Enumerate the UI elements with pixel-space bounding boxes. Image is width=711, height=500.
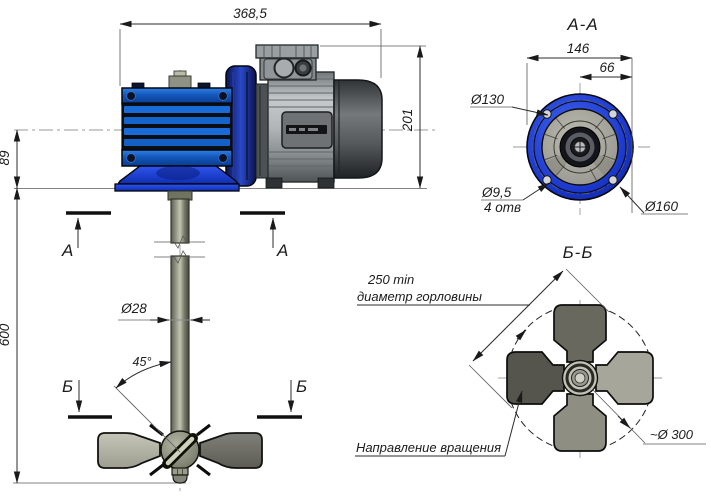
- section-a-label: А: [276, 241, 288, 260]
- main-view: 368,5 201 89 600 Ø28 45°: [0, 6, 438, 492]
- dim-hole-count: 4 отв: [484, 200, 521, 215]
- neck-diameter-dimension: 250 min диаметр горловины: [357, 268, 610, 409]
- mixer-shaft: [154, 190, 205, 437]
- dim-shaft-diameter-group: Ø28: [118, 301, 210, 324]
- propeller-front-view: [97, 423, 263, 484]
- electric-motor: [265, 71, 335, 189]
- dim-blade-angle: 45°: [133, 355, 152, 369]
- section-a-label: А: [61, 241, 73, 260]
- shaft-break-symbol: [154, 235, 205, 264]
- section-b-marker-left: Б: [62, 377, 112, 419]
- motor-foot: [317, 177, 335, 189]
- dim-center-to-flat: 66: [599, 60, 615, 75]
- dim-bolt-circle-leader: Ø130: [470, 92, 549, 116]
- propeller-diameter-label: ~Ø 300: [591, 388, 706, 445]
- dim-shaft-length: 600: [0, 323, 12, 346]
- blade-up: [553, 304, 607, 363]
- section-bb-title: Б-Б: [563, 243, 594, 262]
- dim-drive-height: 201: [400, 109, 415, 133]
- label-neck: диаметр горловины: [357, 289, 482, 304]
- motor-nameplate-text-smudge: [286, 125, 327, 134]
- dim-overall-width: 368,5: [233, 6, 267, 21]
- dim-holes-leader: Ø9,5 4 отв: [481, 182, 550, 215]
- blade-angle-annotation: 45°: [113, 355, 181, 453]
- motor-fan-cover: [333, 79, 383, 179]
- label-rotation-direction: Направление вращения: [356, 440, 501, 455]
- propeller-right-blade: [199, 432, 263, 469]
- main-view-dimensions: 368,5 201 89 600 Ø28 45°: [0, 6, 426, 484]
- propeller-top-view: [506, 304, 654, 452]
- blade-left: [506, 351, 565, 405]
- dim-shaft-diameter: Ø28: [120, 301, 147, 316]
- dim-outer-diameter-leader: Ø160: [619, 186, 688, 215]
- dim-head-height: 89: [0, 150, 12, 166]
- rotation-direction-label: Направление вращения: [355, 390, 523, 457]
- dim-hole-diameter: Ø9,5: [481, 185, 512, 200]
- mounting-baseplate: [114, 183, 240, 192]
- dim-propeller-diameter: ~Ø 300: [650, 427, 694, 442]
- motor-input-flange: [255, 83, 269, 179]
- cable-gland-large: [273, 57, 295, 79]
- propeller-hub-top-view: [561, 359, 599, 397]
- blade-right: [595, 351, 654, 405]
- section-bb-view: Б-Б 250 min диаметр горловины Направлен: [355, 243, 706, 458]
- drive-assembly: [114, 44, 383, 192]
- dim-neck-min-diameter: 250 min: [367, 272, 414, 287]
- terminal-box: [255, 44, 319, 81]
- blade-down: [553, 393, 607, 452]
- dim-flange-outer-diameter: Ø160: [644, 199, 679, 214]
- section-aa-view: А-А: [470, 15, 688, 215]
- section-b-label: Б: [296, 377, 307, 396]
- section-a-marker-right: А: [240, 211, 288, 260]
- section-b-label: Б: [62, 377, 73, 396]
- dim-bolt-circle-diameter: Ø130: [470, 92, 505, 107]
- gearbox: [121, 82, 233, 167]
- section-b-marker-right: Б: [257, 377, 307, 419]
- shaft-end-nut: [171, 467, 189, 484]
- dim-flange-width: 146: [567, 41, 590, 56]
- flange-center-hub: [553, 120, 607, 174]
- section-aa-title: А-А: [566, 15, 598, 34]
- propeller-left-blade: [97, 432, 161, 469]
- section-a-marker-left: А: [61, 211, 111, 260]
- rotation-direction-arrow: [515, 329, 527, 341]
- bolt-circle: [532, 99, 628, 195]
- motor-foot: [265, 177, 283, 189]
- gearbox-top-stub: [168, 70, 192, 90]
